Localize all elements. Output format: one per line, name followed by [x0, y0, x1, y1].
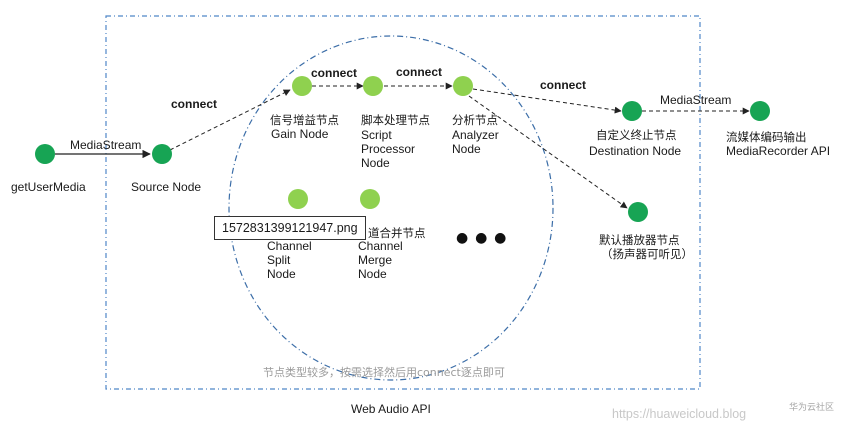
- node-get-user-media: [35, 144, 55, 164]
- node-source: [152, 144, 172, 164]
- node-channel-splitter: [288, 189, 308, 209]
- label-speaker-cn: 默认播放器节点: [599, 233, 680, 247]
- watermark-url: https://huaweicloud.blog: [612, 407, 746, 421]
- label-gain-cn: 信号增益节点: [270, 113, 339, 127]
- node-speaker: [628, 202, 648, 222]
- label-media-recorder-cn: 流媒体编码输出: [726, 130, 807, 144]
- label-splitter-2: Split: [267, 253, 291, 267]
- label-merger-1: Channel: [358, 239, 403, 253]
- node-group-circle: [228, 35, 554, 381]
- usage-note: 节点类型较多，按需选择然后用connect逐点即可: [263, 365, 505, 379]
- label-analyzer-cn: 分析节点: [452, 113, 498, 127]
- label-destination-en: Destination Node: [589, 144, 681, 158]
- edge-label-mediastream-out: MediaStream: [660, 93, 731, 107]
- label-destination-cn: 自定义终止节点: [596, 128, 677, 142]
- web-audio-boundary: [105, 15, 701, 390]
- label-splitter-1: Channel: [267, 239, 312, 253]
- label-get-user-media: getUserMedia: [11, 180, 86, 194]
- label-script-en-3: Node: [361, 156, 390, 170]
- label-merger-cn: 道合并节点: [368, 226, 426, 240]
- filename-tooltip-text: 1572831399121947.png: [222, 221, 358, 235]
- edge-label-connect-script-analyzer: connect: [396, 65, 442, 79]
- label-script-cn: 脚本处理节点: [361, 113, 430, 127]
- container-label: Web Audio API: [351, 402, 431, 416]
- edge-label-mediastream-in: MediaStream: [70, 138, 141, 152]
- label-source-node: Source Node: [131, 180, 201, 194]
- node-gain: [292, 76, 312, 96]
- label-script-en-2: Processor: [361, 142, 415, 156]
- label-merger-3: Node: [358, 267, 387, 281]
- label-speaker-cn-2: （扬声器可听见）: [601, 247, 693, 261]
- label-script-en-1: Script: [361, 128, 392, 142]
- label-analyzer-en-1: Analyzer: [452, 128, 499, 142]
- edge-analyzer-destination: [472, 88, 622, 114]
- filename-tooltip: 1572831399121947.png: [214, 216, 366, 240]
- more-nodes-ellipsis: ● ● ●: [456, 230, 507, 246]
- node-channel-merger: [360, 189, 380, 209]
- edge-label-connect-source-gain: connect: [171, 97, 217, 111]
- edge-source-gain: [169, 89, 291, 151]
- label-merger-2: Merge: [358, 253, 392, 267]
- node-analyzer: [453, 76, 473, 96]
- edge-label-connect-gain-script: connect: [311, 66, 357, 80]
- label-gain-en: Gain Node: [271, 127, 329, 141]
- node-destination: [622, 101, 642, 121]
- node-script-processor: [363, 76, 383, 96]
- edge-label-connect-analyzer-destination: connect: [540, 78, 586, 92]
- label-analyzer-en-2: Node: [452, 142, 481, 156]
- label-splitter-3: Node: [267, 267, 296, 281]
- edge-analyzer-speaker: [468, 95, 628, 209]
- watermark-brand: 华为云社区: [789, 401, 834, 413]
- node-media-recorder: [750, 101, 770, 121]
- label-media-recorder-en: MediaRecorder API: [726, 144, 830, 158]
